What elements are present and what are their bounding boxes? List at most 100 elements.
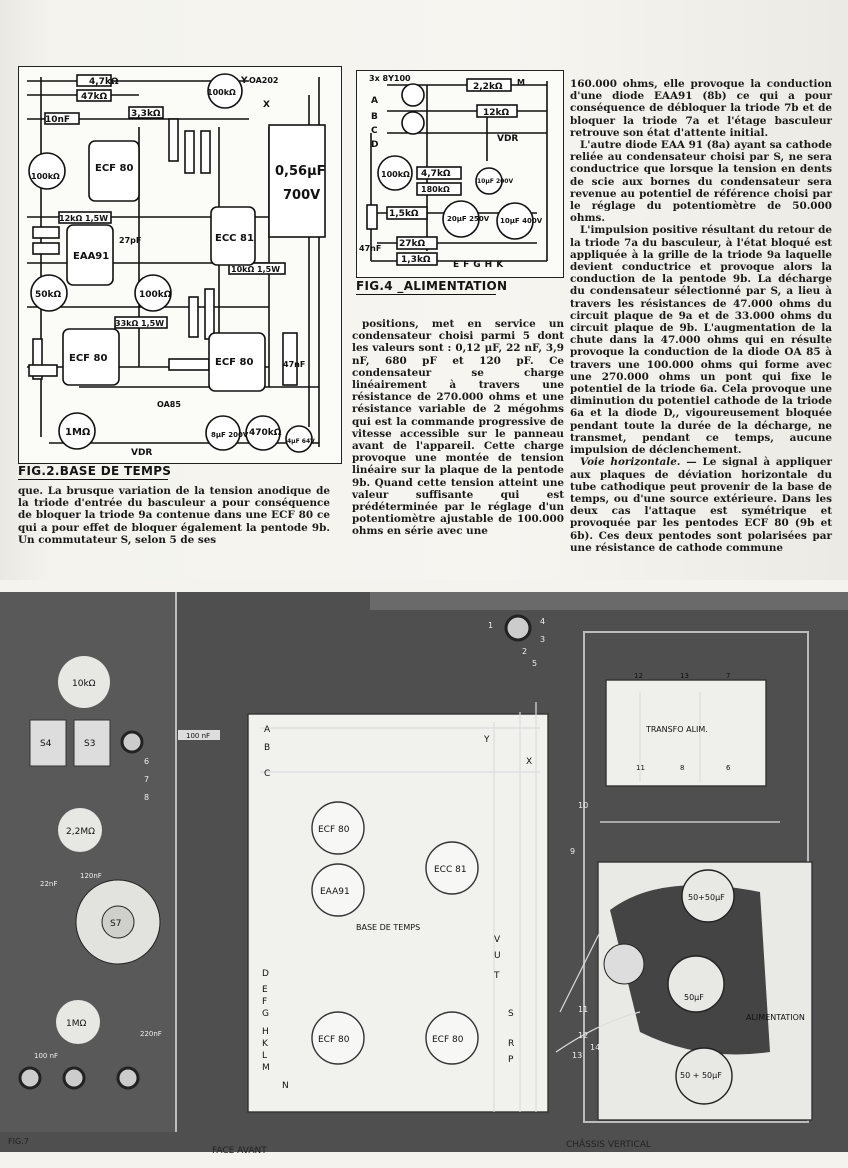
fig7-label-ecf80-c: ECF 80 — [432, 1035, 464, 1045]
fig7-pin-f: F — [262, 997, 267, 1007]
fig2-label-r12k: 12kΩ 1,5W — [59, 214, 108, 223]
fig7-transfo-pin-6: 6 — [726, 764, 731, 772]
fig2-label-c056: 0,56μF — [275, 164, 326, 179]
fig4-label-c10uf-a: 10μF 200V — [477, 178, 513, 185]
fig7-pin-r: R — [508, 1039, 514, 1049]
text-column-2: positions, met en service un condensateu… — [352, 318, 564, 538]
fig2-label-y: Y — [240, 76, 248, 86]
caption-underline — [356, 294, 496, 295]
fig7-num-2: 2 — [522, 647, 527, 656]
fig7-pin-v: V — [494, 935, 501, 945]
fig7-num-10: 10 — [578, 801, 588, 810]
fig7-transfo-pin-8: 8 — [680, 764, 684, 772]
fig7-num-13: 13 — [572, 1051, 582, 1060]
fig7-num-12: 12 — [578, 1031, 588, 1040]
text-column-3: 160.000 ohms, elle provoque la conductio… — [570, 78, 832, 554]
fig7-pin-l: L — [262, 1051, 267, 1061]
fig2-label-r3-3k: 3,3kΩ — [131, 109, 161, 119]
fig7-pin-d: D — [262, 969, 269, 979]
fig2-label-vdr: VDR — [131, 448, 152, 458]
fig7-pin-m: M — [262, 1063, 270, 1073]
fig7-label-s4: S4 — [40, 739, 52, 749]
fig2-label-c8uf: 8μF 200V — [211, 431, 249, 439]
paragraph-text: — Le signal à appliquer aux plaques de d… — [570, 456, 832, 554]
fig4-label-a: A — [371, 96, 378, 106]
fig7-num-6: 6 — [144, 757, 149, 766]
fig7-pin-p: P — [508, 1055, 514, 1065]
figure-4-caption: FIG.4 _ALIMENTATION — [356, 279, 508, 293]
figure-2-caption: FIG.2.BASE DE TEMPS — [18, 464, 172, 478]
fig7-pin-t: T — [493, 971, 500, 981]
fig4-label-r180k: 180kΩ — [421, 185, 450, 194]
fig2-label-oa85: OA85 — [157, 400, 181, 409]
fig7-pin-b: B — [264, 743, 270, 753]
fig4-label-r100k: 100kΩ — [381, 170, 410, 179]
fig2-label-r100k-mid: 100kΩ — [139, 290, 172, 300]
fig4-label-c20uf: 20μF 250V — [447, 215, 490, 223]
fig7-num-8: 8 — [144, 793, 149, 802]
fig7-label-c120nf: 120nF — [80, 872, 102, 880]
fig7-label-s3: S3 — [84, 739, 95, 749]
fig7-label-ecf80-a: ECF 80 — [318, 825, 350, 835]
paragraph: positions, met en service un condensateu… — [352, 318, 564, 538]
section-heading: Voie horizontale. — [580, 456, 681, 469]
fig4-label-c: C — [371, 126, 378, 136]
fig4-label-m: M — [517, 78, 525, 87]
fig7-chassis-drawing: A B C D E F G H K L M N Y X V U T S R P … — [0, 592, 848, 1152]
fig2-label-r100k-left: 100kΩ — [31, 172, 60, 181]
fig7-label-ecf80-b: ECF 80 — [318, 1035, 350, 1045]
paragraph: L'impulsion positive résultant du retour… — [570, 224, 832, 457]
fig7-label-c100nf-v: 100 nF — [34, 1052, 58, 1060]
fig7-label-c220nf: 220nF — [140, 1030, 162, 1038]
fig2-label-r50k: 50kΩ — [35, 290, 62, 300]
fig7-pin-a: A — [264, 725, 271, 735]
fig4-label-c10uf-b: 10μF 400V — [500, 217, 543, 225]
fig7-num-7: 7 — [144, 775, 149, 784]
chassis-vertical-label: CHÂSSIS VERTICAL — [566, 1140, 651, 1150]
fig7-label-pot1m: 1MΩ — [66, 1019, 86, 1029]
fig7-label-cap-bot: 50 + 50μF — [680, 1071, 722, 1080]
fig7-caption: FIG.7 — [8, 1137, 29, 1146]
fig2-label-c47nf: 47nF — [283, 360, 305, 369]
fig2-label-r47k: 47kΩ — [81, 92, 108, 102]
caption-underline — [18, 479, 168, 480]
fig7-pin-h: H — [262, 1027, 269, 1037]
paragraph: que. La brusque variation de la tension … — [18, 485, 330, 546]
fig4-label-tube: 3x 8Y100 — [369, 74, 411, 83]
fig4-label-r27k: 27kΩ — [399, 239, 426, 249]
fig7-label-base-de-temps: BASE DE TEMPS — [356, 923, 420, 932]
fig2-label-ecf80-b: ECF 80 — [69, 353, 107, 364]
fig7-pin-n: N — [282, 1081, 289, 1091]
fig7-num-14: 14 — [590, 1043, 600, 1052]
fig7-num-4: 4 — [540, 617, 545, 626]
fig7-label-pot2-2m: 2,2MΩ — [66, 827, 95, 837]
fig2-label-r470k: 470kΩ — [249, 428, 282, 438]
fig4-label-pins: EFGHK — [453, 260, 507, 270]
fig4-label-d: D — [371, 140, 378, 150]
face-avant-label: FACE AVANT — [212, 1146, 267, 1156]
fig7-label-cap-top: 50+50μF — [688, 893, 725, 902]
fig2-label-c27pf: 27pF — [119, 236, 141, 245]
fig2-label-r33k: 33kΩ 1,5W — [115, 319, 164, 328]
fig7-pin-x: X — [526, 757, 532, 767]
fig7-pin-c: C — [264, 769, 270, 779]
fig7-label-transfo: TRANSFO ALIM. — [645, 725, 708, 734]
fig7-label-eaa91: EAA91 — [320, 887, 350, 897]
fig2-label-r100k-top: 100kΩ — [207, 88, 236, 97]
fig7-transfo-pin-12: 12 — [634, 672, 643, 680]
fig7-num-3: 3 — [540, 635, 545, 644]
fig7-label-pot10k: 10kΩ — [72, 679, 96, 689]
fig7-num-1: 1 — [488, 621, 493, 630]
figure-2-schematic: 4,7kΩ 47kΩ 10nF 3,3kΩ 100kΩ OA202 X Y EC… — [18, 66, 342, 464]
fig7-transfo-pin-11: 11 — [636, 764, 645, 772]
fig4-label-r12k: 12kΩ — [483, 108, 510, 118]
text-column-1: que. La brusque variation de la tension … — [18, 485, 330, 546]
fig7-num-5: 5 — [532, 659, 537, 668]
fig4-label-r2-2k: 2,2kΩ — [473, 82, 503, 92]
fig2-label-ecf80-c: ECF 80 — [215, 357, 253, 368]
fig7-label-alimentation: ALIMENTATION — [746, 1013, 805, 1022]
fig2-label-700v: 700V — [283, 188, 320, 203]
fig2-label-r10k: 10kΩ 1,5W — [231, 265, 280, 274]
fig2-circuit-drawing: 4,7kΩ 47kΩ 10nF 3,3kΩ 100kΩ OA202 X Y EC… — [27, 73, 326, 458]
fig7-pin-u: U — [494, 951, 501, 961]
